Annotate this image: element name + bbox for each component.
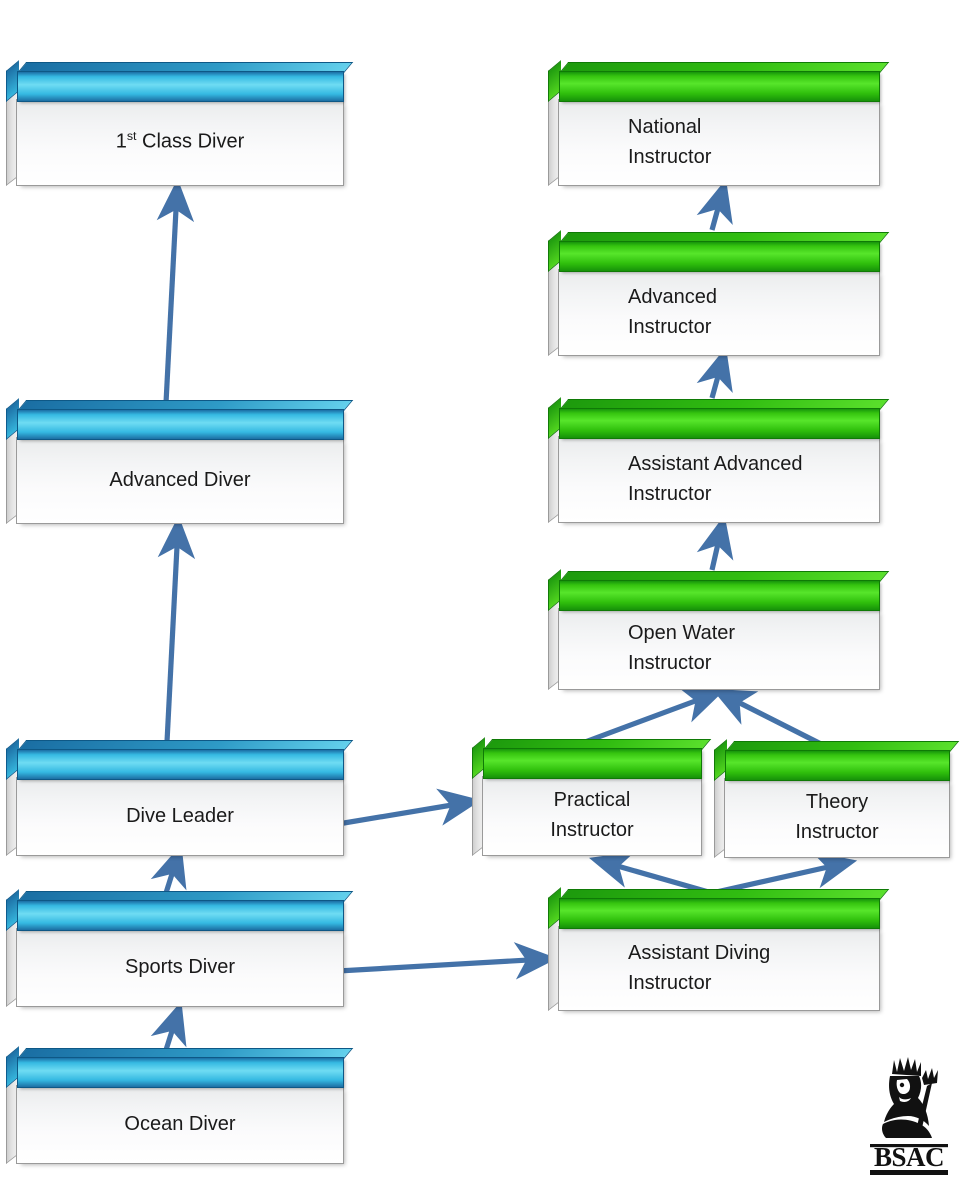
node-label-line: Instructor	[795, 821, 879, 843]
node-label: Dive Leader	[16, 777, 344, 856]
node-label: Practical Instructor	[482, 776, 702, 856]
node-label-line: Advanced	[628, 285, 717, 308]
box-body	[16, 928, 344, 1007]
node-label: Advanced Instructor	[558, 269, 880, 356]
node-advanced-instructor[interactable]: Advanced Instructor	[548, 230, 890, 356]
node-sports-diver[interactable]: Sports Diver	[6, 889, 354, 1007]
node-label-line: Instructor	[628, 315, 712, 338]
node-label: Advanced Diver	[16, 437, 344, 524]
node-label-line: Instructor	[628, 971, 712, 994]
node-label-line: Practical	[553, 789, 631, 812]
node-label: Assistant Advanced Instructor	[558, 436, 880, 523]
edge-dive-leader-to-advanced-diver	[157, 515, 196, 743]
node-label: Assistant Diving Instructor	[558, 926, 880, 1011]
node-practical-instructor[interactable]: Practical Instructor	[472, 737, 712, 856]
edge-sports-diver-to-assistant-diving-instructor	[337, 942, 558, 980]
node-label-line: 1st Class Diver	[115, 129, 245, 154]
box-cap	[17, 740, 354, 780]
node-open-water-instructor[interactable]: Open Water Instructor	[548, 569, 890, 690]
box-body	[558, 269, 880, 356]
box-cap	[17, 891, 354, 931]
node-label-line: Instructor	[628, 482, 712, 505]
box-body	[558, 926, 880, 1011]
node-label-line: Instructor	[628, 145, 712, 168]
box-cap	[17, 1048, 354, 1088]
box-cap	[483, 739, 712, 779]
node-label-line: Instructor	[550, 819, 634, 841]
box-cap	[559, 889, 890, 929]
box-cap	[559, 62, 890, 102]
box-body	[482, 776, 702, 856]
box-body	[16, 99, 344, 186]
node-label: Theory Instructor	[724, 778, 950, 858]
node-dive-leader[interactable]: Dive Leader	[6, 738, 354, 856]
box-body	[558, 436, 880, 523]
box-cap	[559, 399, 890, 439]
node-national-instructor[interactable]: National Instructor	[548, 60, 890, 186]
node-ocean-diver[interactable]: Ocean Diver	[6, 1046, 354, 1164]
node-label: National Instructor	[558, 99, 880, 186]
node-label-line: Assistant Advanced	[628, 452, 803, 475]
edge-theory-to-open-water-instructor	[711, 688, 825, 748]
bsac-wordmark-text: BSAC	[874, 1142, 944, 1172]
box-cap	[559, 571, 890, 611]
box-cap	[17, 400, 354, 440]
edge-assistant-advanced-to-advanced-instructor	[696, 346, 733, 399]
node-label-line: Theory	[805, 791, 869, 814]
box-body	[16, 437, 344, 524]
node-label-line: Ocean Diver	[124, 1112, 236, 1135]
box-body	[558, 608, 880, 690]
edge-practical-to-open-water-instructor	[584, 687, 725, 745]
edge-open-water-to-assistant-advanced-instructor	[696, 514, 734, 571]
box-body	[724, 778, 950, 858]
node-assistant-advanced-instructor[interactable]: Assistant Advanced Instructor	[548, 397, 890, 523]
bsac-logo-icon: BSAC	[870, 1057, 948, 1175]
node-label-line: Instructor	[628, 652, 712, 674]
bsac-wordmark: BSAC	[870, 1142, 948, 1175]
node-label-line: Advanced Diver	[109, 468, 251, 491]
node-label: Sports Diver	[16, 928, 344, 1007]
node-theory-instructor[interactable]: Theory Instructor	[714, 739, 960, 858]
edge-sports-diver-to-dive-leader	[150, 844, 187, 894]
edge-dive-leader-to-practical-instructor	[337, 788, 482, 827]
box-cap	[725, 741, 960, 781]
box-cap	[17, 62, 354, 102]
edge-advanced-diver-to-first-class-diver	[156, 178, 195, 404]
node-label-line: Assistant Diving	[628, 941, 771, 964]
node-label-line: Dive Leader	[126, 804, 234, 827]
edge-advanced-to-national-instructor	[696, 178, 733, 231]
node-label-line: Sports Diver	[124, 955, 236, 978]
node-label-line: Open Water	[628, 622, 736, 645]
edge-ocean-diver-to-sports-diver	[150, 1001, 187, 1051]
node-label: 1st Class Diver	[16, 99, 344, 186]
node-assistant-diving-instructor[interactable]: Assistant Diving Instructor	[548, 887, 890, 1011]
node-label: Open Water Instructor	[558, 608, 880, 690]
bsac-logo: BSAC	[866, 1052, 952, 1182]
node-advanced-diver[interactable]: Advanced Diver	[6, 398, 354, 524]
node-first-class-diver[interactable]: 1st Class Diver	[6, 60, 354, 186]
box-cap	[559, 232, 890, 272]
node-label-line: National	[628, 115, 702, 138]
node-label: Ocean Diver	[16, 1085, 344, 1164]
